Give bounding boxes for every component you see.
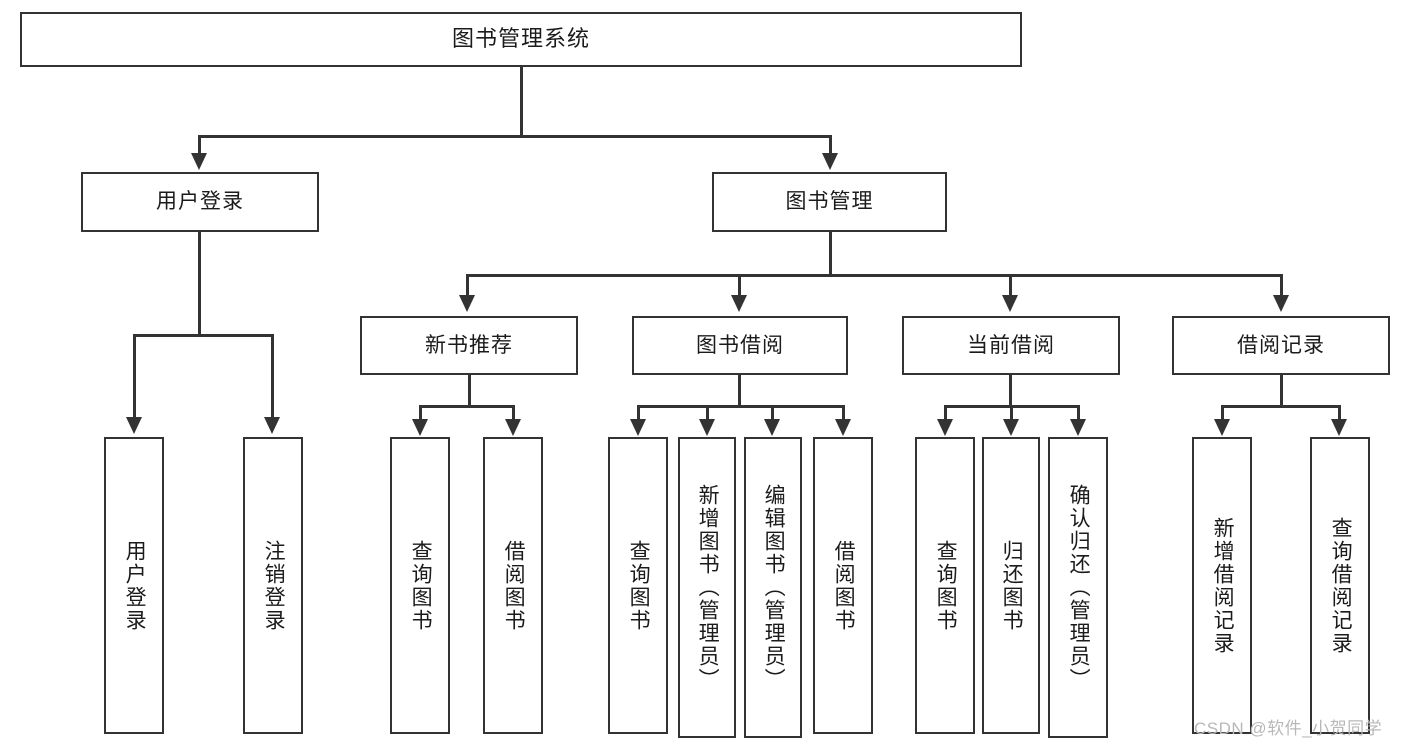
arrowhead-book-borrow-leaf-3 xyxy=(764,419,780,436)
leaf-label: 用户登录 xyxy=(123,539,147,632)
arrowhead-new-book xyxy=(459,295,475,312)
edge-book-borrow-to-leaf-3 xyxy=(771,405,774,422)
arrowhead-current-borrow xyxy=(1002,295,1018,312)
leaf-new-book-borrow[interactable]: 借阅图书 xyxy=(483,437,543,734)
leaf-label: 确认归还（管理员） xyxy=(1067,484,1091,691)
arrowhead-book-borrow-leaf-2 xyxy=(699,419,715,436)
node-label: 图书管理系统 xyxy=(451,26,590,52)
edge-borrow-record-to-leaf-2 xyxy=(1338,405,1341,422)
leaf-new-book-query[interactable]: 查询图书 xyxy=(390,437,450,734)
node-label: 新书推荐 xyxy=(425,333,513,357)
leaf-label: 新增借阅记录 xyxy=(1211,516,1235,655)
node-label: 图书管理 xyxy=(785,190,874,214)
edge-root-to-book-mgmt xyxy=(829,135,832,155)
leaf-user-login-login[interactable]: 用户登录 xyxy=(104,437,164,734)
leaf-current-borrow-return[interactable]: 归还图书 xyxy=(982,437,1040,734)
edge-borrow-record-to-leaf-1 xyxy=(1221,405,1224,422)
node-label: 借阅记录 xyxy=(1237,333,1325,357)
arrowhead-user-login-leaf-2 xyxy=(264,417,280,434)
edge-root-to-user-login xyxy=(198,135,201,155)
edge-book-borrow-bus xyxy=(637,405,844,408)
leaf-label: 借阅图书 xyxy=(832,539,856,632)
edge-book-mgmt-stem xyxy=(829,232,832,276)
arrowhead-book-borrow-leaf-4 xyxy=(835,419,851,436)
edge-new-book-stem xyxy=(468,375,471,408)
node-root-system[interactable]: 图书管理系统 xyxy=(20,12,1022,67)
arrowhead-current-borrow-leaf-1 xyxy=(937,419,953,436)
edge-user-login-to-leaf-2 xyxy=(271,334,274,419)
arrowhead-borrow-record-leaf-1 xyxy=(1214,419,1230,436)
edge-book-borrow-to-leaf-1 xyxy=(637,405,640,422)
arrowhead-borrow-record xyxy=(1273,295,1289,312)
arrowhead-borrow-record-leaf-2 xyxy=(1331,419,1347,436)
edge-borrow-record-stem xyxy=(1280,375,1283,408)
leaf-current-borrow-query[interactable]: 查询图书 xyxy=(915,437,975,734)
node-book-management[interactable]: 图书管理 xyxy=(712,172,947,232)
edge-book-borrow-stem xyxy=(738,375,741,408)
leaf-label: 查询图书 xyxy=(934,539,958,632)
edge-user-login-bus xyxy=(133,334,273,337)
edge-book-mgmt-to-current-borrow xyxy=(1009,274,1012,297)
edge-current-borrow-to-leaf-2 xyxy=(1010,405,1013,422)
edge-current-borrow-stem xyxy=(1009,375,1012,408)
leaf-label: 归还图书 xyxy=(1000,539,1024,632)
edge-current-borrow-to-leaf-1 xyxy=(944,405,947,422)
node-new-book-recommend[interactable]: 新书推荐 xyxy=(360,316,578,375)
node-book-borrow[interactable]: 图书借阅 xyxy=(632,316,848,375)
leaf-label: 查询图书 xyxy=(409,539,433,632)
edge-book-mgmt-to-new-book xyxy=(466,274,469,297)
arrowhead-book-borrow-leaf-1 xyxy=(630,419,646,436)
node-label: 用户登录 xyxy=(156,190,244,214)
edge-book-mgmt-bus xyxy=(466,274,1282,277)
edge-new-book-to-leaf-1 xyxy=(419,405,422,422)
edge-book-borrow-to-leaf-4 xyxy=(842,405,845,422)
leaf-book-borrow-add-admin[interactable]: 新增图书（管理员） xyxy=(678,437,736,738)
node-borrow-record[interactable]: 借阅记录 xyxy=(1172,316,1390,375)
edge-new-book-bus xyxy=(419,405,514,408)
leaf-borrow-record-query[interactable]: 查询借阅记录 xyxy=(1310,437,1370,734)
node-label: 当前借阅 xyxy=(967,333,1055,357)
edge-borrow-record-bus xyxy=(1221,405,1340,408)
leaf-label: 借阅图书 xyxy=(502,539,526,632)
arrowhead-user-login-leaf-1 xyxy=(126,417,142,434)
leaf-book-borrow-borrow[interactable]: 借阅图书 xyxy=(813,437,873,734)
edge-book-mgmt-to-borrow-record xyxy=(1280,274,1283,297)
arrowhead-book-borrow xyxy=(731,295,747,312)
node-label: 图书借阅 xyxy=(696,333,784,357)
leaf-label: 编辑图书（管理员） xyxy=(762,484,786,691)
arrowhead-new-book-leaf-1 xyxy=(412,419,428,436)
leaf-label: 查询图书 xyxy=(627,539,651,632)
arrowhead-new-book-leaf-2 xyxy=(505,419,521,436)
leaf-book-borrow-query[interactable]: 查询图书 xyxy=(608,437,668,734)
leaf-borrow-record-add[interactable]: 新增借阅记录 xyxy=(1192,437,1252,734)
arrowhead-root-to-user-login xyxy=(191,153,207,170)
edge-user-login-to-leaf-1 xyxy=(133,334,136,419)
arrowhead-current-borrow-leaf-3 xyxy=(1070,419,1086,436)
leaf-current-borrow-confirm-admin[interactable]: 确认归还（管理员） xyxy=(1048,437,1108,738)
arrowhead-root-to-book-mgmt xyxy=(822,153,838,170)
edge-book-mgmt-to-book-borrow xyxy=(738,274,741,297)
edge-current-borrow-to-leaf-3 xyxy=(1077,405,1080,422)
leaf-label: 注销登录 xyxy=(262,539,286,632)
edge-book-borrow-to-leaf-2 xyxy=(706,405,709,422)
leaf-user-login-logout[interactable]: 注销登录 xyxy=(243,437,303,734)
edge-root-stem xyxy=(520,67,523,137)
leaf-label: 查询借阅记录 xyxy=(1329,516,1353,655)
edge-root-bus xyxy=(198,135,832,138)
node-current-borrow[interactable]: 当前借阅 xyxy=(902,316,1120,375)
leaf-book-borrow-edit-admin[interactable]: 编辑图书（管理员） xyxy=(744,437,802,738)
node-user-login[interactable]: 用户登录 xyxy=(81,172,319,232)
edge-new-book-to-leaf-2 xyxy=(512,405,515,422)
edge-user-login-stem xyxy=(198,232,201,336)
arrowhead-current-borrow-leaf-2 xyxy=(1003,419,1019,436)
leaf-label: 新增图书（管理员） xyxy=(696,484,720,691)
